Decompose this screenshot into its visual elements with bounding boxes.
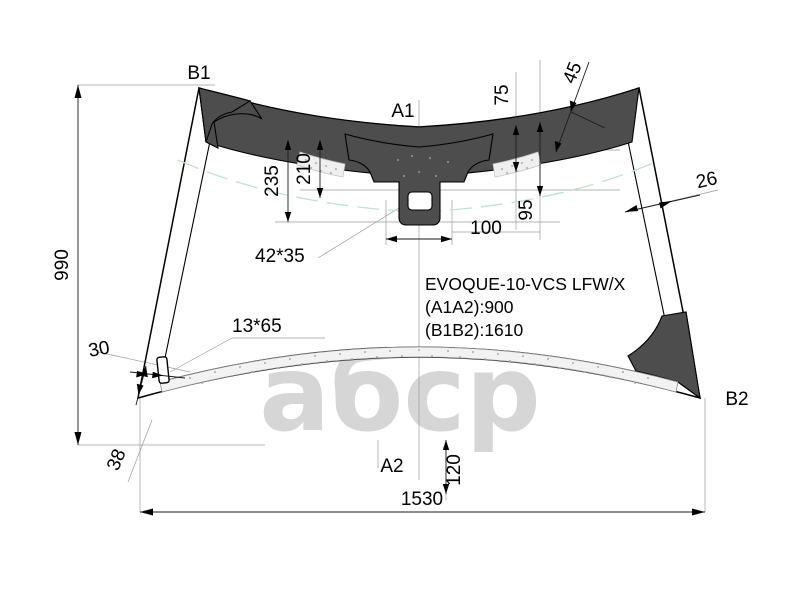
dim-95-text: 95 — [516, 199, 537, 220]
dimension-120: 120 — [442, 440, 465, 494]
dim-235-text: 235 — [262, 165, 283, 197]
bottom-frit-band — [159, 346, 679, 393]
sensor-bracket — [344, 133, 494, 226]
dimension-235: 235 — [262, 140, 292, 222]
dim-120-text: 120 — [444, 454, 465, 486]
corner-label-a2: A2 — [380, 456, 403, 477]
dimension-95: 95 — [516, 122, 544, 221]
sensor-window — [407, 191, 433, 211]
dimension-210: 210 — [294, 140, 324, 198]
dim-45-text: 45 — [559, 59, 586, 86]
dimension-30: 30 — [87, 337, 186, 379]
dimension-75: 75 — [492, 84, 520, 172]
part-dim-b1b2: (B1B2):1610 — [425, 320, 524, 340]
corner-label-a1: A1 — [391, 101, 414, 122]
part-dim-a1a2: (A1A2):900 — [425, 297, 514, 317]
dimension-100: 100 — [386, 218, 502, 243]
dim-210-text: 210 — [294, 153, 315, 185]
dim-990-text: 990 — [52, 249, 73, 281]
part-code: EVOQUE-10-VCS LFW/X — [425, 274, 626, 294]
dim-26-text: 26 — [694, 168, 719, 193]
callout-42x35: 42*35 — [255, 246, 305, 267]
dimension-26: 26 — [624, 168, 719, 213]
dimension-overall-width: 1530 — [140, 489, 705, 516]
dim-75-text: 75 — [492, 84, 513, 105]
dim-38-text: 38 — [103, 446, 130, 473]
dim-100-text: 100 — [470, 218, 502, 239]
dim-30-text: 30 — [87, 337, 111, 361]
mirror-bracket — [156, 356, 170, 384]
part-label-block: EVOQUE-10-VCS LFW/X (A1A2):900 (B1B2):16… — [425, 274, 626, 340]
corner-label-b1: B1 — [187, 63, 210, 84]
shade-band-tint — [177, 159, 661, 213]
dimension-overall-height: 990 — [52, 85, 82, 445]
corner-label-b2: B2 — [725, 389, 748, 410]
dim-1530-text: 1530 — [401, 489, 443, 510]
pillar-strip-left — [198, 87, 252, 143]
callout-13x65: 13*65 — [232, 316, 282, 337]
